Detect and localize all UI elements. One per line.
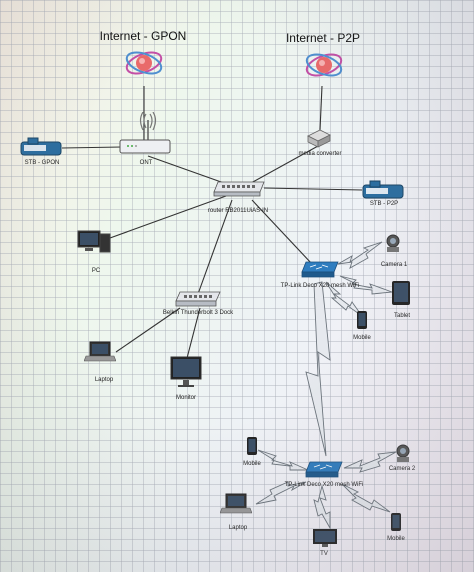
title-internet-gpon: Internet - GPON <box>99 29 187 43</box>
laptop-icon <box>84 341 116 362</box>
wifi-link-deco2-mobile3 <box>341 483 391 513</box>
camera2-label: Camera 2 <box>388 466 416 472</box>
monitor-icon <box>170 356 202 387</box>
wifi-link-deco2-camera2 <box>343 451 397 473</box>
tablet-label: Tablet <box>393 313 411 319</box>
stb-p2p-label: STB - P2P <box>369 201 399 207</box>
link-router-dock <box>197 199 233 295</box>
laptop-icon <box>220 493 252 514</box>
mobile-phone-icon <box>357 311 367 329</box>
ont-label: ONT <box>139 160 153 166</box>
stb-gpon-label: STB - GPON <box>24 160 60 166</box>
camera-icon <box>386 234 400 252</box>
internet-globe-icon <box>125 51 163 75</box>
link-dock-laptop <box>115 307 181 353</box>
mobile2-label: Mobile <box>243 461 261 467</box>
tv-label: TV <box>320 551 328 557</box>
pc-icon <box>77 230 111 253</box>
wifi-link-deco2-mobile2 <box>257 449 309 471</box>
dock-icon <box>175 291 221 307</box>
media-converter-icon <box>307 129 331 148</box>
wifi-link-deco1-camera1 <box>337 241 383 269</box>
link-stbgpon-ont <box>61 146 123 149</box>
monitor-label: Monitor <box>175 395 197 401</box>
tv-icon <box>313 529 337 547</box>
ont-device-icon <box>119 112 171 154</box>
title-internet-p2p: Internet - P2P <box>285 31 361 45</box>
router-label: router RB2011UiAS-IN <box>207 208 269 214</box>
pc-label: PC <box>91 268 101 274</box>
link-stbp2p-router <box>263 187 363 191</box>
tablet-icon <box>392 281 410 305</box>
link-dock-monitor <box>185 307 201 363</box>
wifi-link-deco2-laptop2 <box>255 481 307 505</box>
link-router-pc <box>109 195 227 239</box>
deco2-label: TP-Link Deco X20 mesh WiFi <box>284 482 364 488</box>
wifi-access-point-icon <box>305 461 343 478</box>
deco1-label: TP-Link Deco X20 mesh WiFi <box>280 283 360 289</box>
stb-gpon-icon <box>20 137 62 156</box>
internet-globe-icon <box>305 53 343 77</box>
mobile1-label: Mobile <box>353 335 371 341</box>
wifi-link-deco2-tv <box>313 484 331 530</box>
router-icon <box>213 181 265 197</box>
link-mc-p2p <box>319 85 323 131</box>
media-converter-label: media converter <box>298 151 342 157</box>
link-router-deco1 <box>251 199 313 265</box>
mobile3-label: Mobile <box>387 536 405 542</box>
camera-icon <box>396 444 410 462</box>
dock-label: Belkin Thunderbolt 3 Dock <box>162 310 234 316</box>
mobile-phone-icon <box>391 513 401 531</box>
mobile-phone-icon <box>247 437 257 455</box>
stb-p2p-icon <box>362 180 404 199</box>
laptop2-label: Laptop <box>228 525 248 531</box>
wifi-link-deco1-deco2 <box>305 281 331 457</box>
wifi-access-point-icon <box>301 261 339 278</box>
laptop1-label: Laptop <box>94 377 114 383</box>
link-mc-router <box>241 145 319 189</box>
camera1-label: Camera 1 <box>380 262 408 268</box>
